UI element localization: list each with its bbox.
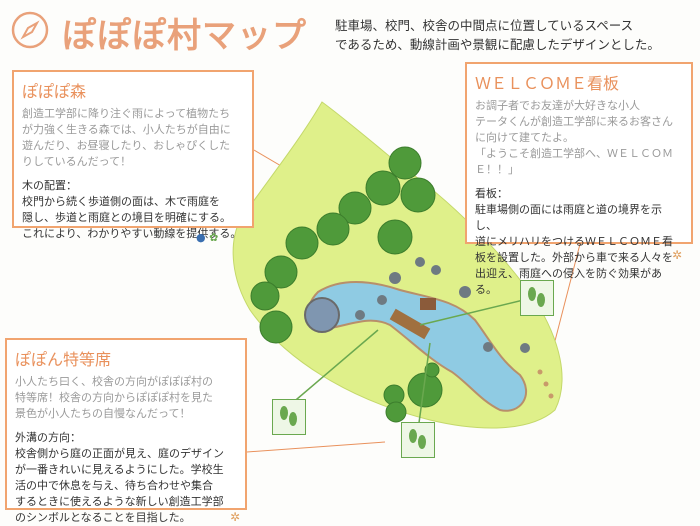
info-box-mori: ぽぽぽ森 創造工学部に降り注ぐ雨によって植物たち が力強く生きる森では、小人たち… — [12, 70, 254, 240]
box-design: 外溝の方向： 校舎側から庭の正面が見え、庭のデザイン が一番きれいに見えるように… — [15, 431, 224, 524]
page-title: ぽぽぽ村マップ — [62, 16, 307, 56]
info-box-toku: ぽぽん特等席 小人たち曰く、校舎の方向がぽぽぽ村の 特等席！校舎の方向からぽぽぽ… — [5, 338, 247, 524]
box-title: ＷＥＬＣＯＭＥ看板 — [475, 74, 620, 93]
box-story: 創造工学部に降り注ぐ雨によって植物たち が力強く生きる森では、小人たちが自由に … — [22, 107, 231, 168]
gear-icon: ✲ — [230, 510, 241, 524]
box-story: 小人たち曰く、校舎の方向がぽぽぽ村の 特等席！校舎の方向からぽぽぽ村を見た 景色… — [15, 375, 213, 420]
box-story: お調子者でお友達が大好きな小人 テータくんが創造工学部に来るお客さん に向けて建… — [475, 99, 673, 176]
box-design: 木の配置： 校門から続く歩道側の面は、木で雨庭を 隠し、歩道と雨庭との境目を明確… — [22, 179, 242, 240]
box-title: ぽぽん特等席 — [15, 350, 112, 369]
box-design: 看板： 駐車場側の面には雨庭と道の境界を示し、 道にメリハリをつけるＷＥＬＣＯＭ… — [475, 187, 673, 296]
intro-text: 駐車場、校門、校舎の中間点に位置しているスペース であるため、動線計画や景観に配… — [335, 18, 660, 52]
box-title: ぽぽぽ森 — [22, 82, 87, 101]
footprint-icon — [401, 422, 435, 458]
footprint-icon — [272, 399, 306, 435]
people-icon: ● ✿ — [196, 231, 219, 244]
gear-icon: ✲ — [672, 248, 683, 262]
compass-icon — [11, 11, 49, 49]
info-box-kanban: ＷＥＬＣＯＭＥ看板 お調子者でお友達が大好きな小人 テータくんが創造工学部に来る… — [465, 62, 693, 296]
footprint-icon — [520, 280, 554, 316]
